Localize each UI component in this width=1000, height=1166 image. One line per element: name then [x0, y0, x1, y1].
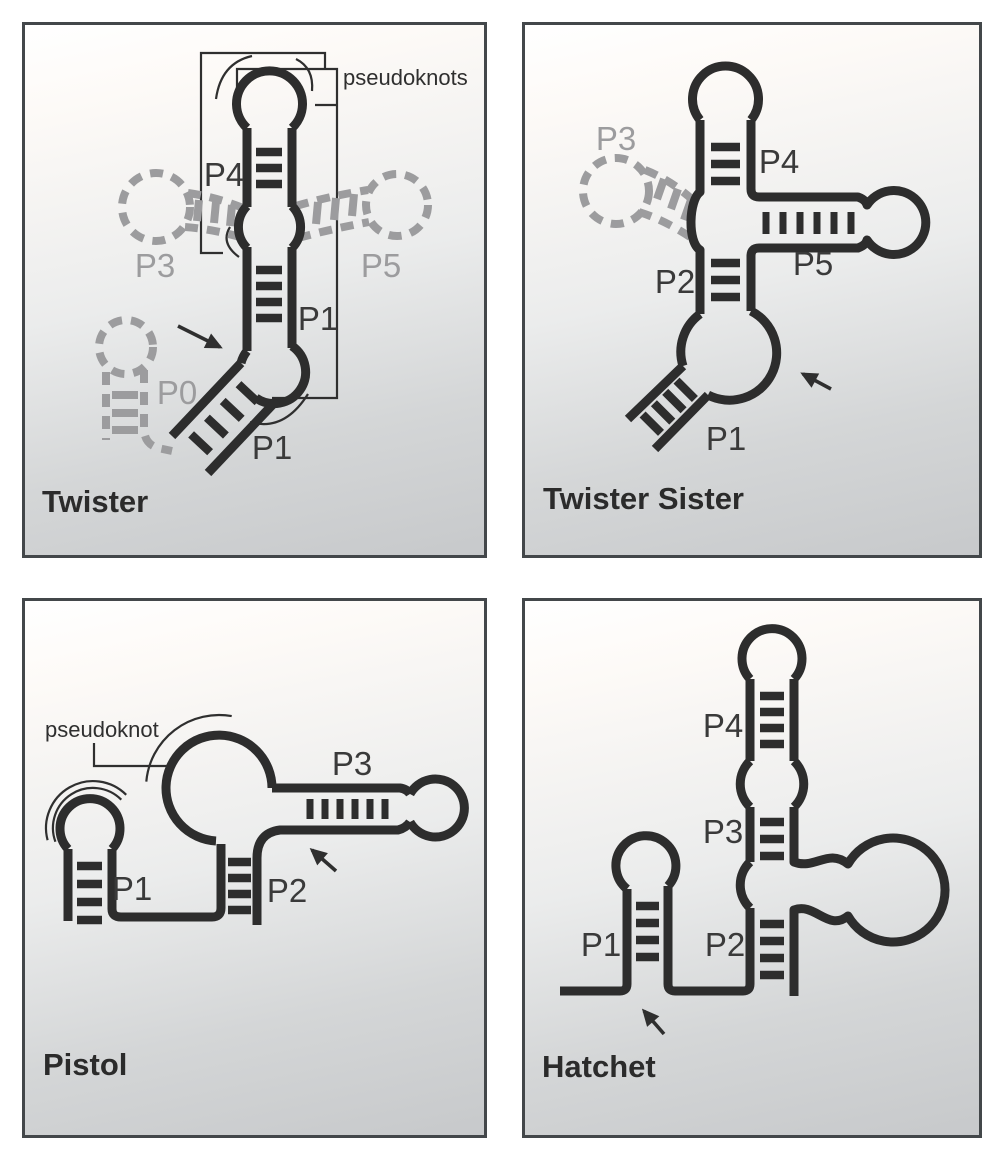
- twister-sister-p2-label: P2: [655, 263, 695, 300]
- p3-optional-loop: [579, 154, 653, 228]
- hairpin-loop: [737, 624, 807, 683]
- p3-optional-rung: [653, 177, 668, 201]
- p3-top-strand: [272, 783, 414, 797]
- base-pair-rung: [188, 431, 214, 456]
- p1-helix-strand: [168, 359, 245, 440]
- pseudoknot-bracket: [92, 743, 172, 768]
- hatchet-title: Hatchet: [542, 1049, 656, 1084]
- p1-helix-strand: [651, 391, 712, 453]
- loop-arc-mark: [214, 54, 253, 100]
- hatchet-p1-label: P1: [581, 926, 621, 963]
- p1-hairpin-loop: [611, 831, 681, 893]
- p0-optional-loop: [95, 316, 157, 378]
- twister-sister-p3-label: P3: [596, 120, 636, 157]
- twister-p4-label: P4: [204, 156, 244, 193]
- base-pair-rung: [235, 381, 261, 406]
- stem-strand: [686, 120, 705, 314]
- base-pair-rung: [662, 388, 687, 414]
- pistol-p3-label: P3: [332, 745, 372, 782]
- pseudoknot-box-2: [235, 67, 339, 400]
- base-pair-rung: [639, 411, 665, 436]
- pistol-diagram: pseudoknot P3 P1 P2 Pistol: [43, 713, 469, 1082]
- p3-optional-rung: [210, 201, 220, 224]
- internal-bulge: [735, 757, 754, 811]
- baseline-and-p1-strand: [560, 889, 632, 996]
- pistol-title: Pistol: [43, 1047, 127, 1082]
- base-pair-rung: [650, 400, 676, 425]
- loop-arc-mark: [145, 713, 232, 782]
- p3-optional-rung: [226, 204, 236, 227]
- base-pair-rung: [203, 414, 229, 439]
- p1-helix-strand: [624, 362, 687, 423]
- pistol-p1-label: P1: [112, 870, 152, 907]
- big-loop: [161, 730, 277, 846]
- twister-p0-label: P0: [157, 374, 197, 411]
- p5-optional-rung: [348, 193, 358, 217]
- twister-sister-p5-label: P5: [793, 245, 833, 282]
- internal-bulge: [288, 202, 306, 252]
- twister-sister-p1-label: P1: [706, 420, 746, 457]
- bottom-loop: [676, 310, 703, 368]
- pseudoknot-box-1: [199, 51, 327, 255]
- internal-bulge: [790, 757, 809, 811]
- twister-p1-stem-label: P1: [252, 429, 292, 466]
- bottom-loop: [705, 306, 782, 405]
- panel-twister: [22, 22, 487, 558]
- internal-bulge: [233, 202, 251, 252]
- stem-strand-with-p5: [746, 120, 931, 311]
- p3-optional-loop: [118, 169, 194, 245]
- twister-p1-inner-label: P1: [298, 300, 338, 337]
- p5-optional-loop: [362, 170, 432, 240]
- p3-end-loop: [406, 774, 469, 842]
- internal-bulge: [735, 858, 754, 912]
- twister-p3-label: P3: [135, 247, 175, 284]
- hairpin-loop: [55, 794, 125, 853]
- twister-diagram: P4 P1 P3 P5 P0 P1 pseudoknots Twister: [42, 51, 468, 519]
- cleavage-site-arrow-icon: [800, 372, 832, 391]
- bottom-bulge: [236, 348, 251, 365]
- twister-sister-diagram: P3 P4 P5 P2 P1 Twister Sister: [543, 61, 931, 516]
- hatchet-p4-label: P4: [703, 707, 743, 744]
- loop-arc-mark: [44, 780, 127, 841]
- p5-optional-strand: [294, 186, 369, 210]
- hairpin-loop: [232, 66, 307, 132]
- loop-arc-mark: [51, 786, 123, 843]
- p5-optional-rung: [312, 201, 322, 225]
- base-pair-rung: [219, 397, 245, 422]
- cleavage-site-arrow-icon: [177, 324, 223, 349]
- twister-p5-label: P5: [361, 247, 401, 284]
- loop-arc-mark: [295, 58, 314, 92]
- loop-arc-mark: [225, 226, 240, 258]
- p3-optional-strand: [184, 223, 242, 241]
- p1-helix-strand: [204, 396, 281, 477]
- twister-sister-p4-label: P4: [759, 143, 799, 180]
- bottom-bulge: [253, 342, 311, 409]
- twister-pseudoknots-label: pseudoknots: [343, 65, 468, 90]
- cleavage-site-arrow-icon: [309, 847, 338, 873]
- twister-sister-title: Twister Sister: [543, 481, 744, 516]
- stem-strand-with-kidney-loop: [789, 807, 950, 996]
- pistol-p2-label: P2: [267, 872, 307, 909]
- connector-strand: [107, 844, 226, 922]
- hatchet-p2-label: P2: [705, 926, 745, 963]
- p3-optional-strand: [187, 189, 245, 212]
- hatchet-p3-label: P3: [703, 813, 743, 850]
- p5-optional-rung: [330, 197, 340, 221]
- p3-optional-rung: [667, 187, 682, 211]
- twister-title: Twister: [42, 484, 148, 519]
- hairpin-loop: [688, 61, 763, 123]
- p3-optional-rung: [193, 199, 203, 222]
- pistol-pseudoknot-label: pseudoknot: [45, 717, 159, 742]
- base-pair-rung: [673, 377, 698, 403]
- hatchet-diagram: P4 P3 P1 P2 Hatchet: [542, 624, 950, 1084]
- connector-strand: [663, 886, 755, 996]
- p0-optional-strand: [140, 370, 173, 455]
- p5-optional-strand: [296, 218, 370, 242]
- cleavage-site-arrow-icon: [641, 1008, 666, 1036]
